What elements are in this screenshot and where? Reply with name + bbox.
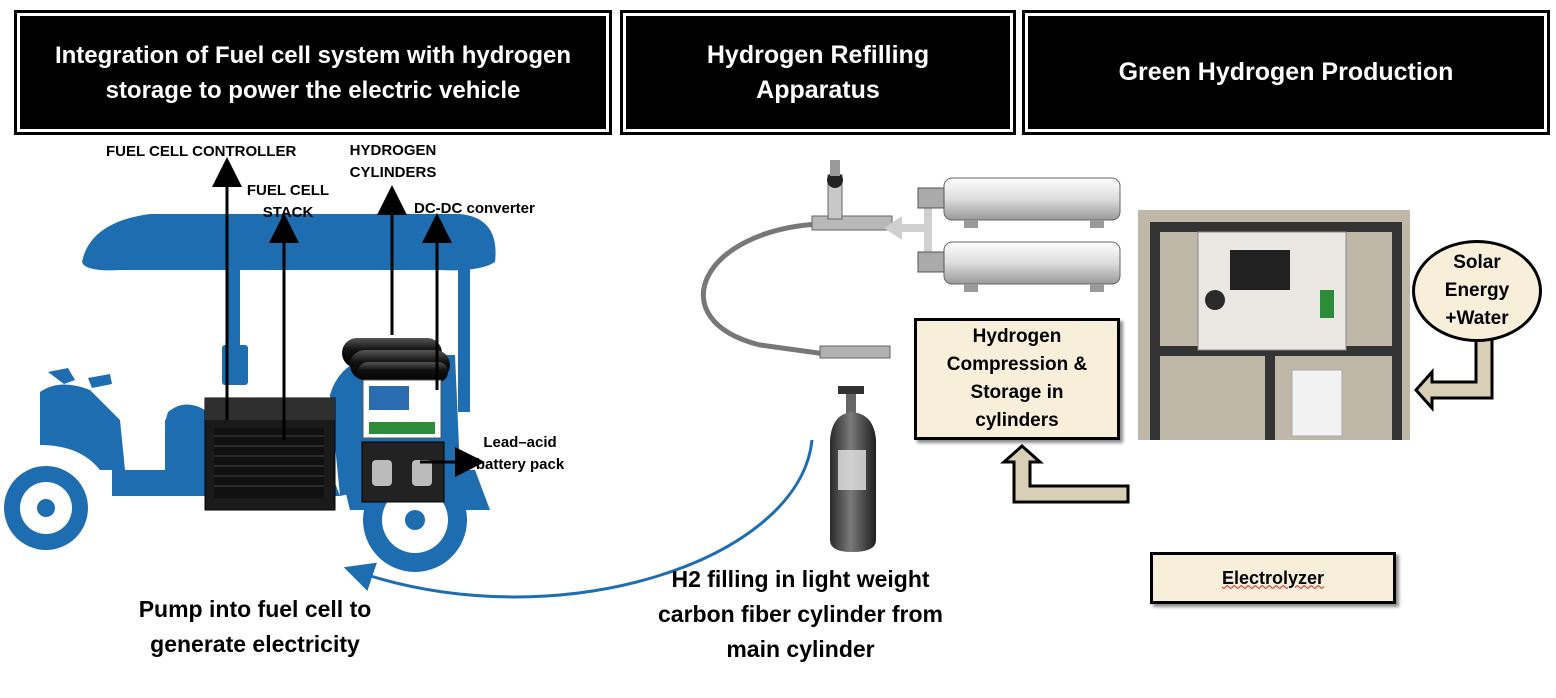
label-hydrogen-cylinders: HYDROGEN CYLINDERS bbox=[349, 142, 437, 181]
solar-to-electrolyzer-arrow bbox=[1413, 334, 1494, 412]
label-fuel-cell-controller: FUEL CELL CONTROLLER bbox=[106, 143, 297, 160]
label-lead-acid-battery: Lead–acid battery pack bbox=[475, 434, 565, 473]
electrolyzer-text: Electrolyzer bbox=[1221, 567, 1325, 588]
solar-water-text: Solar Energy +Water bbox=[1444, 252, 1510, 329]
front-wheel bbox=[4, 466, 88, 550]
carbon-fiber-cylinder bbox=[830, 386, 876, 552]
header-production: Green Hydrogen Production bbox=[1028, 16, 1544, 129]
header-refilling-text: Hydrogen Refilling Apparatus bbox=[706, 40, 930, 104]
fuel-cell-stack-unit bbox=[204, 397, 336, 511]
header-integration-text: Integration of Fuel cell system with hyd… bbox=[54, 41, 572, 104]
solar-water-box: Solar Energy +Water bbox=[1412, 240, 1542, 342]
label-pump-into-fuel-cell: Pump into fuel cell to generate electric… bbox=[138, 596, 372, 657]
header-refilling: Hydrogen Refilling Apparatus bbox=[626, 16, 1010, 129]
main-hydrogen-cylinders bbox=[917, 177, 1121, 292]
compression-storage-box: Hydrogen Compression & Storage in cylind… bbox=[914, 318, 1120, 440]
header-integration: Integration of Fuel cell system with hyd… bbox=[20, 16, 606, 129]
label-fuel-cell-stack: FUEL CELL STACK bbox=[246, 182, 330, 221]
valve-assembly bbox=[811, 160, 893, 359]
compression-storage-text: Hydrogen Compression & Storage in cylind… bbox=[946, 326, 1088, 431]
label-h2-filling: H2 filling in light weight carbon fiber … bbox=[657, 566, 943, 662]
electrolyzer-box: Electrolyzer bbox=[1150, 552, 1396, 604]
rickshaw-hydrogen-cylinders bbox=[342, 338, 450, 382]
electrolyzer-to-compression-arrow bbox=[1000, 443, 1130, 504]
dc-dc-converter-unit bbox=[362, 379, 442, 439]
label-dc-dc-converter: DC-DC converter bbox=[414, 200, 535, 217]
electrolyzer-photo bbox=[1138, 210, 1410, 440]
refilling-hose bbox=[700, 221, 841, 359]
pump-curve-arrow bbox=[343, 439, 814, 599]
header-production-text: Green Hydrogen Production bbox=[1118, 58, 1454, 86]
battery-pack-unit bbox=[361, 441, 445, 503]
